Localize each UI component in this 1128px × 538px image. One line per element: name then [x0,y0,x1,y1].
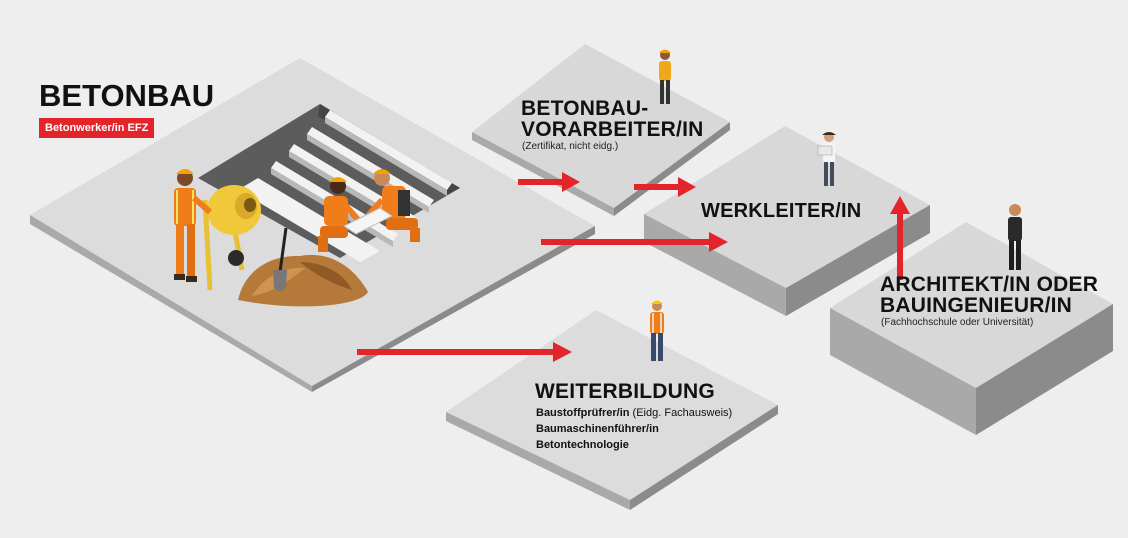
arrow-icon [541,232,728,252]
vorarbeiter-title-line2: VORARBEITER/IN [521,118,704,141]
construction-worker-icon [318,177,363,252]
arrow-icon [357,342,572,362]
concrete-mixer-icon [202,185,261,291]
platform-vorarbeiter [472,44,730,216]
weiterbildung-item-3: Betontechnologie [536,439,629,451]
vorarbeiter-title-line1: BETONBAU- [521,97,649,120]
person-icon [817,132,836,186]
construction-worker-icon [343,169,420,242]
person-icon [1008,204,1022,270]
architekt-title-line1: ARCHITEKT/IN ODER [880,273,1099,296]
shovel-icon [273,227,288,292]
betonbau-title: BETONBAU [39,78,215,113]
weiterbildung-item-1-note: (Eidg. Fachausweis) [629,407,733,419]
weiterbildung-item-1: Baustoffprüfrer/in (Eidg. Fachausweis) [536,405,732,421]
arrow-icon [634,177,696,197]
weiterbildung-title: WEITERBILDUNG [535,380,715,403]
weiterbildung-item-1-label: Baustoffprüfrer/in [536,407,630,419]
sand-pile-icon [238,254,368,307]
werkleiter-title: WERKLEITER/IN [701,200,862,222]
platform-weiterbildung [446,310,778,510]
arrow-icon [890,196,910,280]
weiterbildung-item-2: Baumaschinenführer/in [536,423,659,435]
architekt-note: (Fachhochschule oder Universität) [881,317,1034,328]
person-icon [650,300,664,361]
construction-worker-icon [174,169,212,282]
betonwerker-badge: Betonwerker/in EFZ [39,118,155,138]
arrow-icon [518,172,580,192]
vorarbeiter-note: (Zertifikat, nicht eidg.) [522,141,619,152]
architekt-title-line2: BAUINGENIEUR/IN [880,294,1073,317]
person-icon [659,49,671,104]
